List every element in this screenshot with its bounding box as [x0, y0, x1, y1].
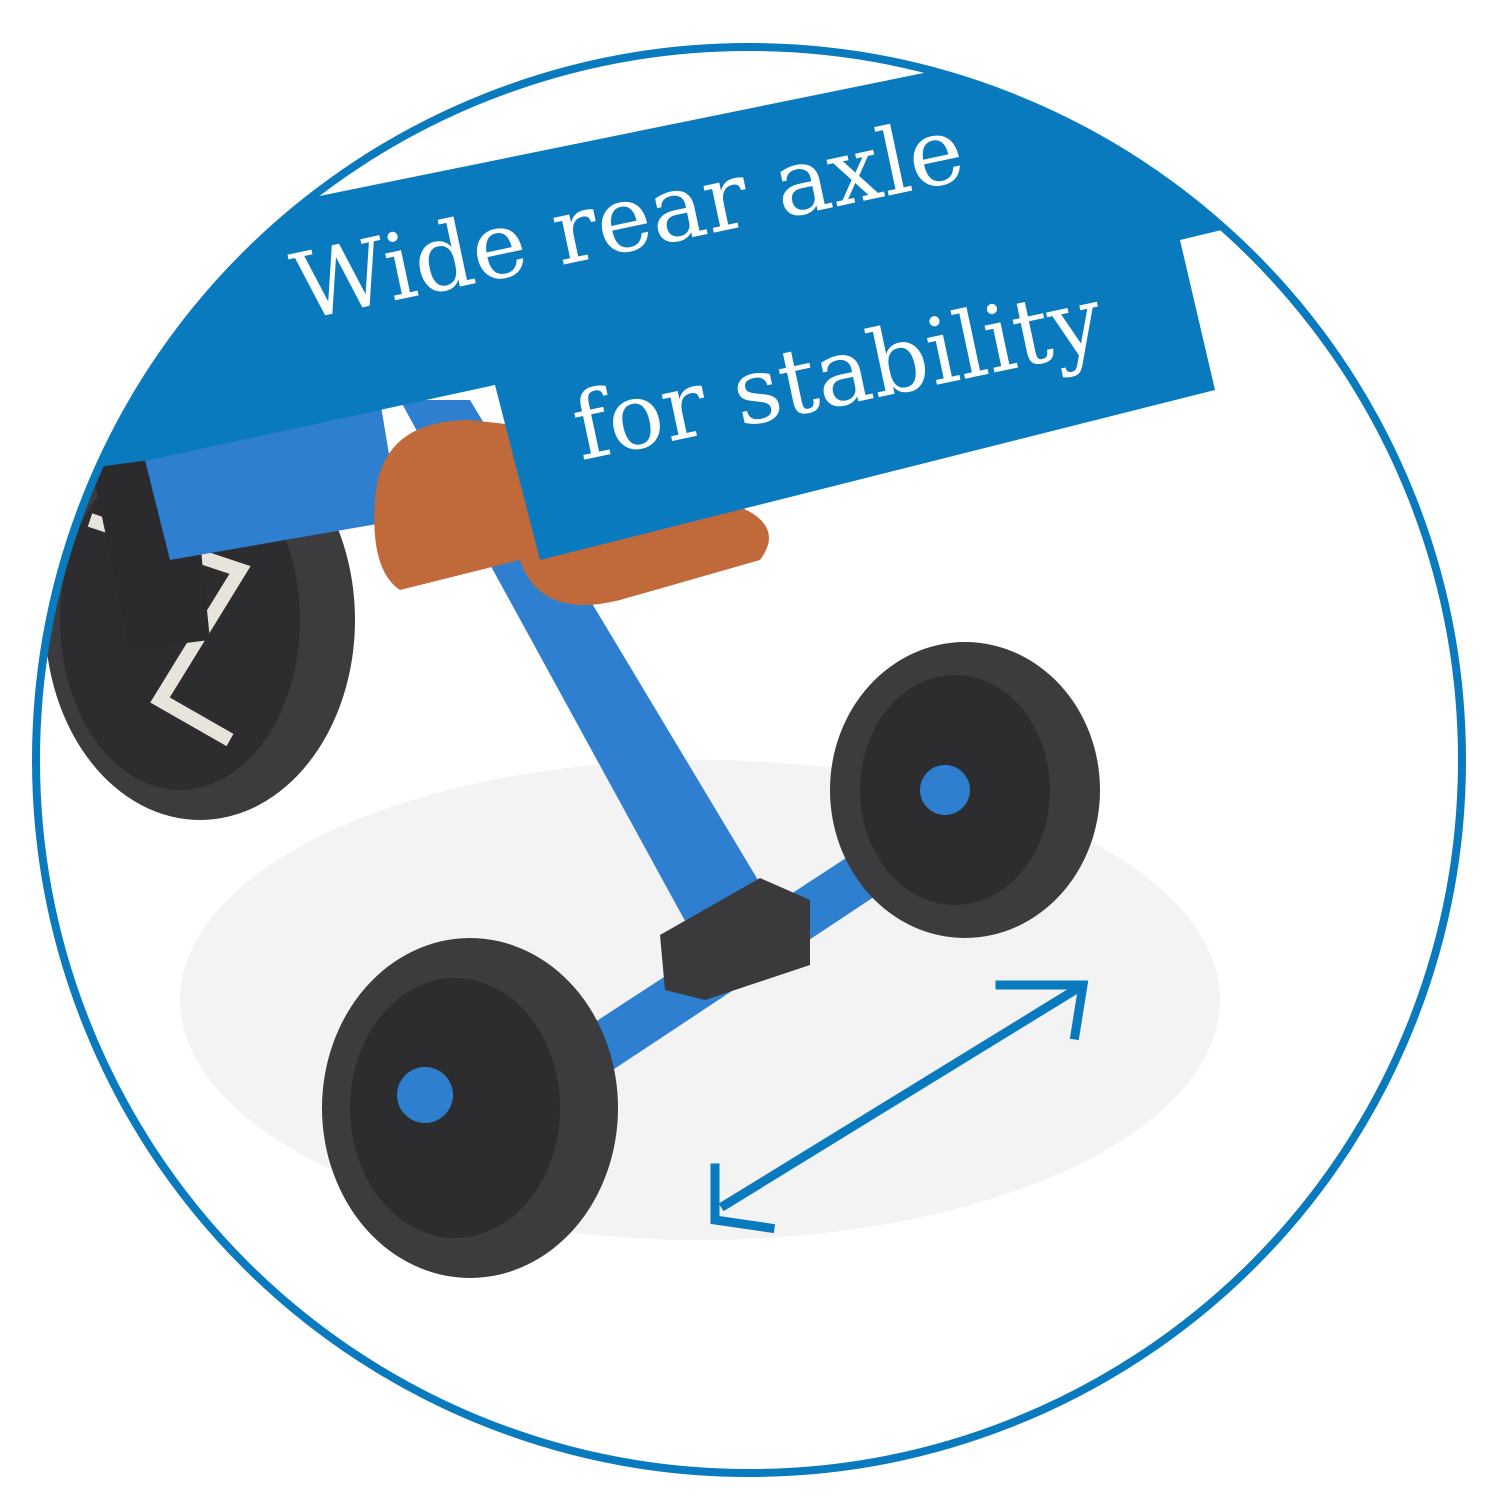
rear-wheel-right — [830, 642, 1100, 938]
axle-joint — [660, 878, 810, 1000]
double-headed-arrow-icon — [710, 980, 1089, 1234]
caption-banner — [36, 66, 1400, 560]
circle-frame — [32, 43, 1466, 1477]
rear-wheel-left — [322, 938, 618, 1278]
